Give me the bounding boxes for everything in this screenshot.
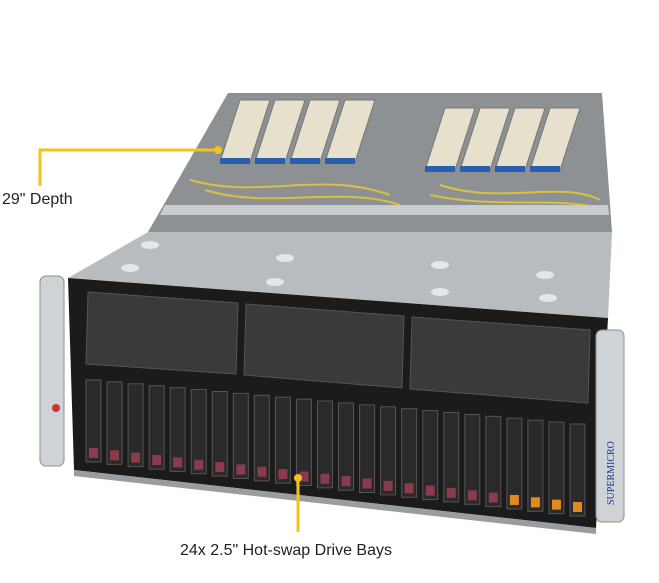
- left-handle[interactable]: [39, 275, 65, 467]
- drive-latch[interactable]: [425, 485, 435, 496]
- drive-latch[interactable]: [89, 448, 98, 458]
- drive-latch[interactable]: [215, 462, 225, 473]
- fan-grille-middle: [243, 303, 405, 389]
- drive-latch[interactable]: [383, 480, 393, 491]
- drive-bays-callout-dot: [294, 474, 302, 482]
- drive-latch[interactable]: [278, 469, 288, 480]
- drive-latch[interactable]: [152, 455, 162, 466]
- gpu-bracket: [220, 158, 250, 164]
- drive-bay[interactable]: [295, 398, 312, 486]
- depth-callout-line: [38, 148, 218, 186]
- drive-bay[interactable]: [506, 417, 523, 510]
- depth-callout-dot: [214, 146, 222, 154]
- drive-bay[interactable]: [85, 379, 102, 463]
- depth-label: 29" Depth: [2, 191, 73, 208]
- cover-hole: [121, 264, 139, 272]
- drive-latch[interactable]: [110, 450, 120, 461]
- gpu-cards: [219, 99, 581, 172]
- drive-bay[interactable]: [401, 408, 418, 498]
- drive-bays: [85, 379, 586, 517]
- drive-latch[interactable]: [257, 466, 267, 477]
- drive-latch[interactable]: [173, 457, 183, 468]
- drive-latch[interactable]: [509, 494, 519, 505]
- drive-bay[interactable]: [527, 419, 544, 512]
- cover-hole: [141, 241, 159, 249]
- drive-bay[interactable]: [464, 413, 481, 505]
- gpu-bracket: [460, 166, 490, 172]
- cover-hole: [431, 261, 449, 269]
- cover-hole: [276, 254, 294, 262]
- drive-latch[interactable]: [194, 459, 204, 470]
- drive-bay[interactable]: [443, 412, 460, 503]
- drive-latch[interactable]: [446, 487, 456, 498]
- drive-bay[interactable]: [232, 392, 249, 479]
- drive-bay[interactable]: [106, 381, 123, 465]
- top-cover-holes: [121, 241, 557, 302]
- right-handle[interactable]: [595, 329, 625, 523]
- drive-latch[interactable]: [404, 483, 414, 494]
- drive-latch[interactable]: [551, 499, 561, 510]
- drive-latch[interactable]: [131, 452, 141, 463]
- drive-bay[interactable]: [380, 406, 397, 496]
- gpu-cables: [189, 179, 606, 211]
- cover-hole: [431, 288, 449, 296]
- drive-latch[interactable]: [236, 464, 246, 475]
- drive-latch[interactable]: [362, 478, 372, 489]
- cover-hole: [266, 278, 284, 286]
- power-button-icon[interactable]: [52, 404, 60, 412]
- drive-bay[interactable]: [569, 423, 586, 517]
- drive-latch[interactable]: [467, 490, 477, 501]
- drive-bay[interactable]: [548, 421, 565, 515]
- gpu-bracket: [325, 158, 355, 164]
- drive-bay[interactable]: [422, 410, 439, 501]
- gpu-bracket: [530, 166, 560, 172]
- drive-bay[interactable]: [169, 387, 186, 472]
- drive-bay[interactable]: [338, 402, 355, 491]
- fan-grille-left: [85, 291, 239, 375]
- drive-bay[interactable]: [316, 400, 333, 489]
- cover-hole: [536, 271, 554, 279]
- supermicro-logo: SUPERMICRO: [606, 441, 617, 505]
- drive-latch[interactable]: [320, 473, 330, 484]
- drive-bay[interactable]: [485, 415, 502, 508]
- drive-bays-label: 24x 2.5" Hot-swap Drive Bays: [180, 542, 392, 559]
- cover-hole: [539, 294, 557, 302]
- gpu-bracket: [425, 166, 455, 172]
- drive-bay[interactable]: [190, 389, 207, 475]
- drive-latch[interactable]: [530, 497, 540, 508]
- drive-bay[interactable]: [359, 404, 376, 494]
- drive-bay[interactable]: [211, 390, 228, 477]
- gpu-bracket: [290, 158, 320, 164]
- fan-grille-right: [409, 316, 591, 404]
- front-panel-bottom-edge: [74, 470, 596, 534]
- drive-bay[interactable]: [127, 383, 144, 468]
- drive-latch[interactable]: [573, 502, 582, 512]
- drive-latch[interactable]: [299, 471, 309, 482]
- chassis-top-cover: [68, 232, 612, 318]
- drive-latch[interactable]: [488, 492, 498, 503]
- gpu-bracket: [255, 158, 285, 164]
- drive-latch[interactable]: [341, 476, 351, 487]
- drive-bay[interactable]: [148, 385, 165, 470]
- drive-bay[interactable]: [253, 394, 270, 482]
- drive-bay[interactable]: [274, 396, 291, 484]
- gpu-bracket: [495, 166, 525, 172]
- crossbar: [160, 205, 609, 215]
